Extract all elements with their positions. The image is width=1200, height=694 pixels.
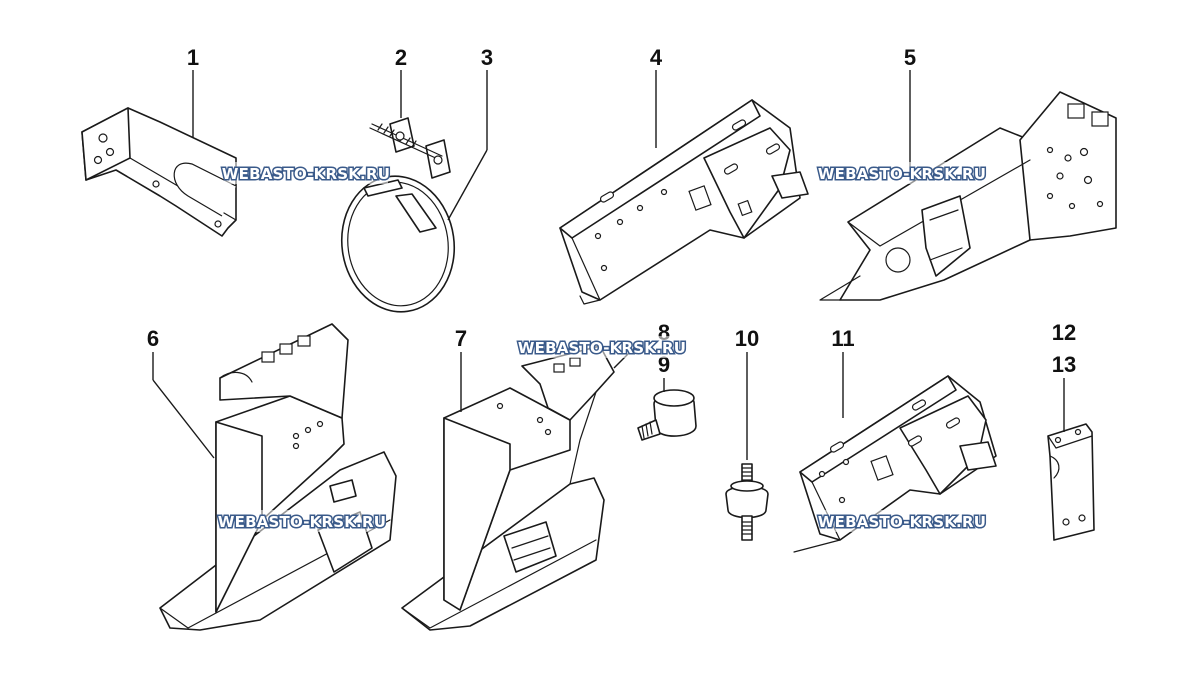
callout-12: 12 <box>1052 320 1076 345</box>
callout-3: 3 <box>481 45 493 70</box>
part-3-band-strap <box>340 175 456 313</box>
callout-1: 1 <box>187 45 199 70</box>
callout-9: 9 <box>658 352 670 377</box>
part-9-rubber-mount <box>637 389 697 441</box>
callout-11: 11 <box>831 326 854 351</box>
part-12-13-angle-bracket <box>1047 423 1095 541</box>
callout-5: 5 <box>904 45 916 70</box>
part-11-rail-variant <box>793 375 997 553</box>
part-2-clamp-screw <box>369 117 451 179</box>
part-1-bracket <box>81 107 237 237</box>
watermark-1: WEBASTO-KRSK.RU <box>222 165 390 183</box>
watermark-group: WEBASTO-KRSK.RU WEBASTO-KRSK.RU WEBASTO-… <box>216 162 987 533</box>
callout-4: 4 <box>650 45 663 70</box>
watermark-4: WEBASTO-KRSK.RU <box>218 513 386 531</box>
part-6-box-bracket <box>159 323 397 631</box>
part-5-rail-with-plate <box>819 91 1117 301</box>
callout-6: 6 <box>147 326 159 351</box>
callout-10: 10 <box>735 326 759 351</box>
part-10-vibration-stud <box>725 463 769 541</box>
callout-7: 7 <box>455 326 467 351</box>
callout-2: 2 <box>395 45 407 70</box>
part-7-box-bracket <box>401 345 615 631</box>
watermark-5: WEBASTO-KRSK.RU <box>818 513 986 531</box>
watermark-3: WEBASTO-KRSK.RU <box>518 339 686 357</box>
watermark-2: WEBASTO-KRSK.RU <box>818 165 986 183</box>
part-4-mounting-rail <box>559 99 809 305</box>
callout-13: 13 <box>1052 352 1076 377</box>
